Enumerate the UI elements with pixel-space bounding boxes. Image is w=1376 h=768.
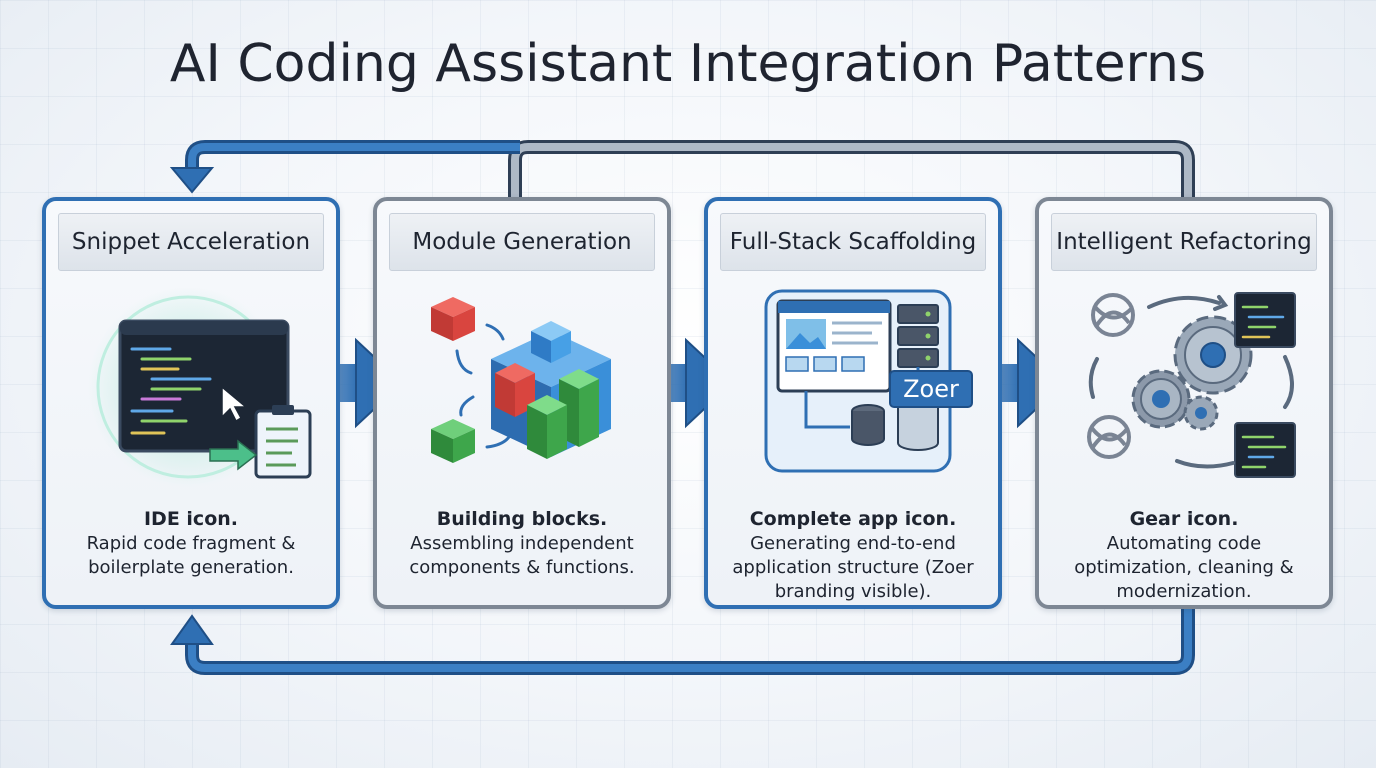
code-window-icon	[1234, 292, 1296, 478]
bottom-loop-arrowhead	[170, 614, 214, 645]
small-gear-icon	[1183, 395, 1219, 431]
tangled-code-icon	[1087, 293, 1135, 459]
card-lead: Building blocks.	[436, 508, 608, 530]
card-heading: Module Generation	[389, 213, 655, 271]
top-loop-arrowhead	[169, 167, 215, 194]
zoer-badge	[889, 370, 973, 408]
assembled-blocks-icon	[491, 321, 611, 459]
card-description: Automating code optimization, cleaning &…	[1074, 533, 1294, 602]
card-heading: Intelligent Refactoring	[1051, 213, 1317, 271]
top-loop-arrow	[185, 140, 1195, 198]
gear-icon	[1087, 292, 1296, 478]
card-description: Assembling independent components & func…	[409, 533, 635, 578]
bottom-loop-arrow	[185, 608, 1195, 675]
pattern-card-module-generation: Module Generation	[373, 197, 671, 609]
complete-app-icon: Zoer	[764, 289, 973, 473]
card-lead: IDE icon.	[143, 508, 238, 530]
card-lead: Gear icon.	[1129, 508, 1239, 530]
card-caption: Gear icon. Automating code optimization,…	[1047, 507, 1321, 604]
page-title: AI Coding Assistant Integration Patterns	[169, 34, 1207, 94]
card-caption: Complete app icon. Generating end-to-end…	[716, 507, 990, 604]
card-caption: IDE icon. Rapid code fragment & boilerpl…	[54, 507, 328, 580]
green-block-icon	[431, 419, 475, 463]
pattern-card-intelligent-refactoring: Intelligent Refactoring	[1035, 197, 1333, 609]
ide-icon	[88, 287, 312, 487]
server-icon	[897, 304, 939, 368]
card-caption: Building blocks. Assembling independent …	[385, 507, 659, 580]
card-heading: Full-Stack Scaffolding	[720, 213, 986, 271]
card-description: Rapid code fragment & boilerplate genera…	[86, 533, 296, 578]
card-description: Generating end-to-end application struct…	[732, 533, 974, 602]
card-heading: Snippet Acceleration	[58, 213, 324, 271]
zoer-brand-label: Zoer	[903, 375, 959, 403]
building-blocks-icon	[431, 297, 611, 463]
medium-gear-icon	[1131, 369, 1191, 429]
large-gear-icon	[1173, 315, 1253, 395]
card-lead: Complete app icon.	[749, 508, 957, 530]
pattern-card-snippet-acceleration: Snippet Acceleration	[42, 197, 340, 609]
red-block-icon	[431, 297, 475, 341]
pattern-card-full-stack-scaffolding: Full-Stack Scaffolding	[704, 197, 1002, 609]
